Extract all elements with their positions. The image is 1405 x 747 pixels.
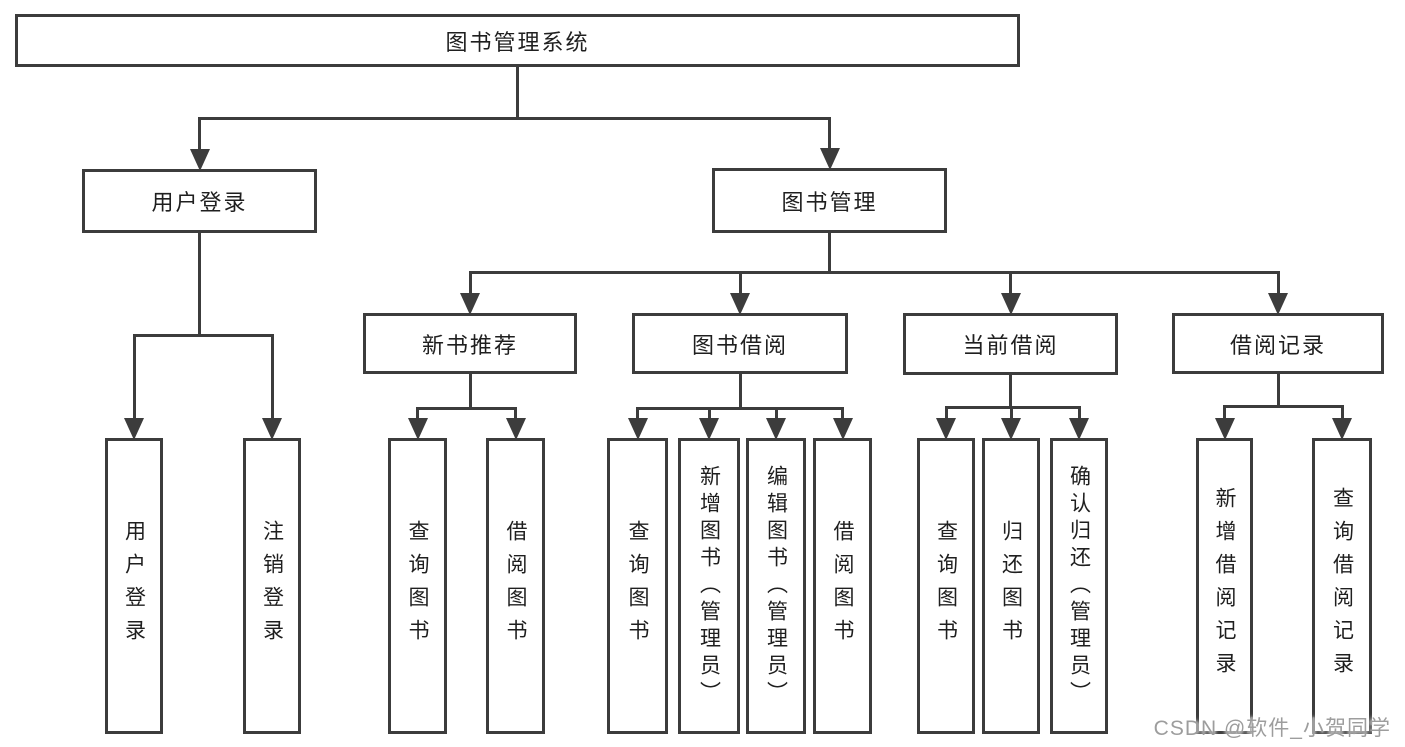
node-label: 查询图书 bbox=[626, 520, 650, 652]
connector-line bbox=[944, 405, 1081, 409]
node-current-borrow: 当前借阅 bbox=[903, 313, 1118, 375]
connector-line bbox=[198, 118, 201, 149]
connector-line bbox=[774, 408, 778, 418]
node-v-query-book-1: 查询图书 bbox=[388, 438, 447, 734]
node-v-query-borrow-rec: 查询借阅记录 bbox=[1312, 438, 1372, 734]
node-label: 归还图书 bbox=[999, 520, 1023, 652]
connector-line bbox=[1223, 404, 1344, 408]
node-label: 新增借阅记录 bbox=[1213, 487, 1237, 685]
node-v-borrow-book-1: 借阅图书 bbox=[486, 438, 545, 734]
connector-line bbox=[828, 118, 831, 148]
arrow-down-icon bbox=[730, 293, 750, 315]
node-label: 借阅图书 bbox=[504, 520, 528, 652]
node-book-mgmt: 图书管理 bbox=[712, 168, 947, 233]
connector-line bbox=[514, 408, 517, 418]
node-label: 图书管理 bbox=[781, 189, 878, 215]
arrow-down-icon bbox=[699, 418, 719, 440]
arrow-down-icon bbox=[1001, 418, 1021, 440]
node-book-borrow: 图书借阅 bbox=[632, 313, 848, 374]
arrow-down-icon bbox=[407, 418, 428, 440]
node-label: 当前借阅 bbox=[962, 333, 1059, 358]
arrow-down-icon bbox=[936, 418, 956, 440]
arrow-down-icon bbox=[832, 418, 853, 440]
node-v-add-book: 新增图书（管理员） bbox=[678, 438, 740, 734]
node-label: 用户登录 bbox=[151, 190, 248, 215]
connector-line bbox=[416, 406, 517, 410]
connector-line bbox=[198, 116, 831, 120]
arrow-down-icon bbox=[460, 293, 480, 315]
connector-line bbox=[1009, 272, 1012, 293]
connector-line bbox=[468, 374, 472, 408]
arrow-down-icon bbox=[627, 418, 648, 440]
connector-line bbox=[1223, 406, 1226, 418]
connector-line bbox=[132, 335, 136, 418]
arrow-down-icon bbox=[1332, 418, 1352, 440]
node-label: 图书借阅 bbox=[691, 332, 788, 358]
node-label: 编辑图书（管理员） bbox=[764, 464, 788, 708]
arrow-down-icon bbox=[124, 418, 144, 440]
node-label: 借阅记录 bbox=[1229, 332, 1326, 358]
node-v-query-book-2: 查询图书 bbox=[607, 438, 668, 734]
connector-line bbox=[1077, 407, 1081, 418]
node-label: 借阅图书 bbox=[831, 520, 855, 652]
node-v-logout: 注销登录 bbox=[243, 438, 301, 734]
node-v-query-book-3: 查询图书 bbox=[917, 438, 975, 734]
arrow-down-icon bbox=[1000, 293, 1021, 315]
connector-line bbox=[1276, 374, 1280, 406]
connector-line bbox=[416, 408, 419, 418]
arrow-down-icon bbox=[766, 418, 786, 440]
connector-line bbox=[1009, 375, 1012, 407]
node-label: 新增图书（管理员） bbox=[697, 464, 721, 708]
node-v-borrow-book-2: 借阅图书 bbox=[813, 438, 872, 734]
connector-line bbox=[1276, 272, 1280, 293]
connector-line bbox=[1340, 406, 1344, 418]
connector-line bbox=[132, 333, 274, 337]
node-user-login: 用户登录 bbox=[82, 169, 317, 233]
node-v-user-login: 用户登录 bbox=[105, 438, 163, 734]
arrow-down-icon bbox=[189, 149, 210, 171]
node-label: 图书管理系统 bbox=[445, 29, 590, 55]
node-v-confirm-return: 确认归还（管理员） bbox=[1050, 438, 1108, 734]
node-label: 新书推荐 bbox=[421, 332, 518, 358]
arrow-down-icon bbox=[1069, 418, 1089, 440]
connector-line bbox=[636, 408, 639, 418]
connector-line bbox=[270, 335, 274, 418]
watermark-text: CSDN @软件_小贺同学 bbox=[1153, 717, 1391, 740]
node-borrow-records: 借阅记录 bbox=[1172, 313, 1384, 374]
connector-line bbox=[468, 270, 1280, 274]
connector-line bbox=[516, 67, 519, 118]
node-label: 注销登录 bbox=[260, 520, 284, 652]
connector-line bbox=[841, 408, 844, 418]
connector-line bbox=[738, 374, 742, 408]
connector-line bbox=[707, 408, 711, 418]
node-label: 用户登录 bbox=[122, 520, 146, 652]
connector-line bbox=[944, 407, 948, 418]
node-v-add-borrow-rec: 新增借阅记录 bbox=[1196, 438, 1253, 734]
node-v-return-book: 归还图书 bbox=[982, 438, 1040, 734]
connector-line bbox=[468, 272, 472, 293]
node-v-edit-book: 编辑图书（管理员） bbox=[746, 438, 806, 734]
node-label: 查询图书 bbox=[934, 520, 958, 652]
connector-line bbox=[828, 233, 831, 272]
arrow-down-icon bbox=[505, 418, 526, 440]
arrow-down-icon bbox=[1268, 293, 1288, 315]
connector-line bbox=[1009, 407, 1013, 418]
arrow-down-icon bbox=[262, 418, 282, 440]
node-label: 查询借阅记录 bbox=[1330, 487, 1354, 685]
node-new-book-rec: 新书推荐 bbox=[363, 313, 577, 374]
connector-line bbox=[636, 406, 844, 410]
connector-line bbox=[738, 272, 742, 293]
arrow-down-icon bbox=[1214, 418, 1235, 440]
node-root: 图书管理系统 bbox=[15, 14, 1020, 67]
connector-line bbox=[198, 233, 201, 335]
node-label: 查询图书 bbox=[406, 520, 430, 652]
arrow-down-icon bbox=[819, 148, 840, 170]
node-label: 确认归还（管理员） bbox=[1067, 464, 1091, 708]
